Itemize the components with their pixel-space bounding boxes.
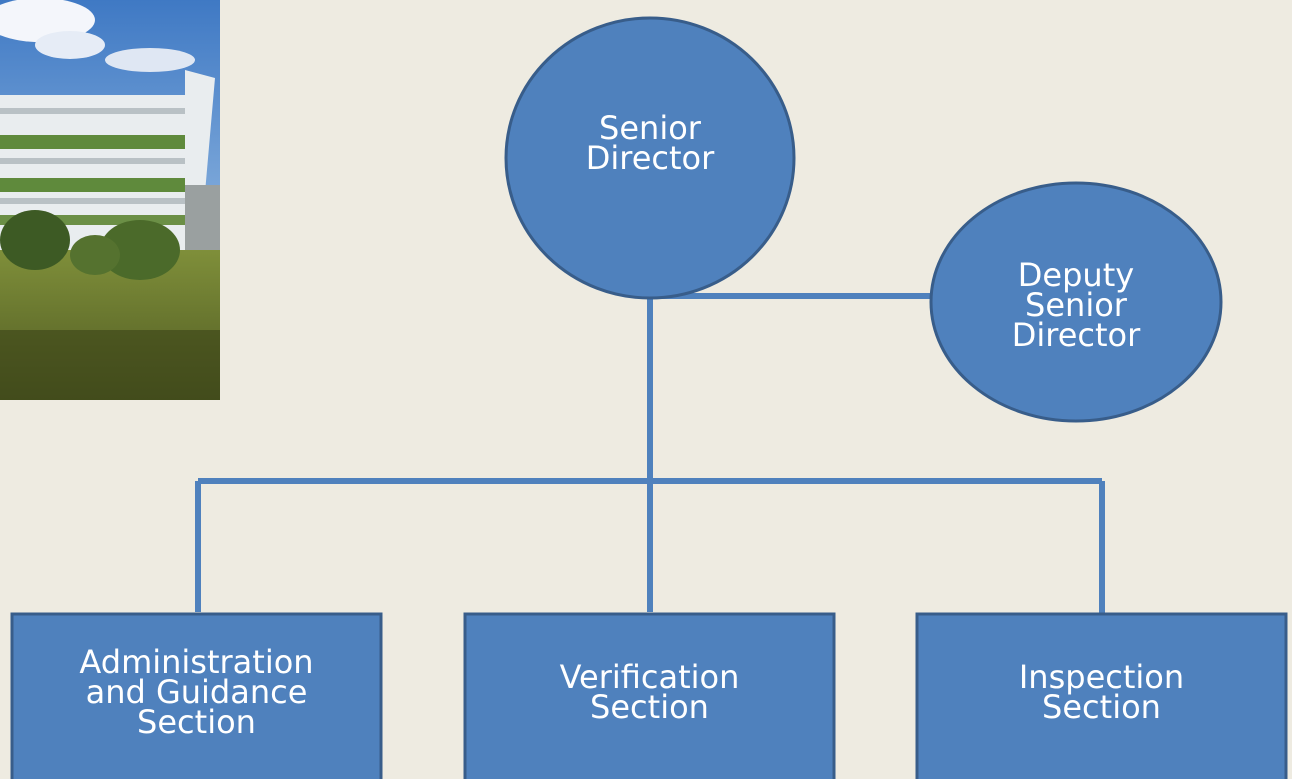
photo-building-side bbox=[185, 185, 220, 255]
node-inspection bbox=[915, 612, 1288, 779]
node-senior-director bbox=[504, 16, 796, 300]
photo-trees bbox=[0, 210, 180, 280]
photo-balconies bbox=[0, 108, 185, 225]
node-administration-guidance bbox=[10, 612, 383, 779]
node-verification bbox=[463, 612, 836, 779]
building-photo bbox=[0, 0, 220, 400]
photo-cloud bbox=[35, 31, 105, 59]
photo-shadow bbox=[0, 330, 220, 400]
node-deputy-senior-director bbox=[929, 181, 1223, 423]
photo-cloud bbox=[105, 48, 195, 72]
